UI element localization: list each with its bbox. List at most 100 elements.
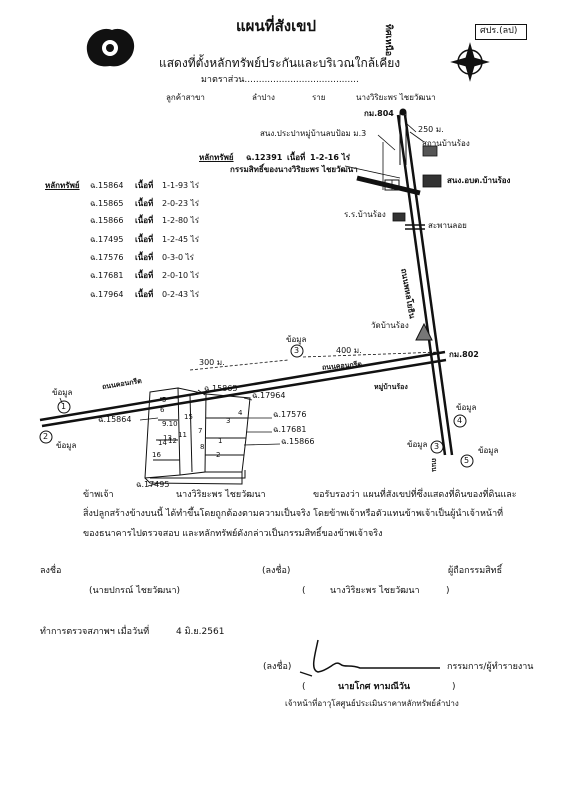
ref-circle-6 xyxy=(460,454,474,468)
customer-branch-label: ลูกค้าสาขา xyxy=(166,93,205,102)
ref-number-1: 1 xyxy=(61,402,67,411)
statement-line2: สิ่งปลูกสร้างข้างบนนี้ ได้ทำขึ้นโดยถูกต้… xyxy=(83,509,504,519)
sign1-name: (นายปกรณ์ ไชยวัฒนา) xyxy=(89,586,181,596)
officer-role: เจ้าหน้าที่อาวุโสศูนย์ประเมินราคาหลักทรั… xyxy=(285,699,459,708)
deed-area-label: เนื้อที่ xyxy=(135,253,154,262)
ref-circle-2 xyxy=(39,430,53,444)
plot-number: 7 xyxy=(198,427,203,435)
distance-400: 400 ม. xyxy=(336,346,362,355)
plot-number: 15 xyxy=(184,413,193,421)
deed-list-header: หลักทรัพย์ xyxy=(45,181,80,190)
km-bottom-label: กม.802 xyxy=(449,350,479,359)
health-station-label: สนง.ประปาหมู่บ้านลบป้อม ม.3 xyxy=(260,129,367,138)
land-plots xyxy=(144,387,251,485)
deed-area: 1-2-45 ไร่ xyxy=(162,235,199,244)
survey-date: 4 มิ.ย.2561 xyxy=(176,627,225,637)
sign2-label: (ลงชื่อ) xyxy=(262,566,291,576)
deed-number: ฉ.17681 xyxy=(90,271,124,280)
plot-number: 1 xyxy=(218,437,223,445)
collateral-deed: ฉ.12391 xyxy=(246,153,283,162)
plot-number: 2 xyxy=(216,451,221,459)
document-stamp-box: ศปร.(ลป) xyxy=(475,24,527,40)
ref-number-6: 5 xyxy=(464,456,470,465)
sign2-close: ) xyxy=(446,586,450,596)
ref-number-5: 3 xyxy=(434,442,440,451)
deed-number: ฉ.17576 xyxy=(90,253,124,262)
km-top-label: กม.804 xyxy=(364,109,394,118)
access-road xyxy=(356,175,421,196)
sign3-close: ) xyxy=(452,682,456,692)
deed-area: 0-3-0 ไร่ xyxy=(162,253,194,262)
deed-area: 1-2-80 ไร่ xyxy=(162,216,199,225)
ref-label-2: ข้อมูล xyxy=(56,441,77,450)
sign3-name: นายโกศ ทามณีวัน xyxy=(338,682,411,692)
ref-circle-5 xyxy=(430,440,444,454)
ref-circle-3 xyxy=(290,344,304,358)
deed-area-label: เนื้อที่ xyxy=(135,271,154,280)
plot-number: 8 xyxy=(200,443,205,451)
customer-branch: ลำปาง xyxy=(252,93,275,102)
sign3-open: ( xyxy=(302,682,306,692)
plot-number: 12 xyxy=(168,437,177,445)
bank-logo xyxy=(86,28,135,67)
collateral-area-label: เนื้อที่ xyxy=(287,153,306,162)
statement-prefix: ข้าพเจ้า xyxy=(83,490,114,500)
owner-role: ผู้ถือกรรมสิทธิ์ xyxy=(448,566,503,576)
statement-line3: ของธนาคารไปตรวจสอบ และหลักทรัพย์ดังกล่าว… xyxy=(83,529,383,539)
map-deed-17964: ฉ.17964 xyxy=(252,391,286,400)
office-label: สนง.อบต.บ้านร้อง xyxy=(447,176,511,185)
north-vertical-text: ทิศเหนือ xyxy=(383,24,393,57)
customer-name: นางวิริยะพร ไชยวัฒนา xyxy=(356,93,436,102)
map-deed-15866: ฉ.15866 xyxy=(281,437,315,446)
deed-area: 1-1-93 ไร่ xyxy=(162,181,199,190)
plot-number: 4 xyxy=(238,409,243,417)
plot-number: 11 xyxy=(178,431,187,439)
plot-number: 5 xyxy=(162,396,167,404)
statement-name: นางวิริยะพร ไชยวัฒนา xyxy=(176,490,266,500)
plot-number: 13 xyxy=(163,434,172,442)
temple-label: วัดบ้านร้อง xyxy=(371,321,409,330)
highway-left-edge xyxy=(396,114,447,456)
plot-number: 16 xyxy=(152,451,161,459)
school-field-label: สถานบ้านร้อง xyxy=(422,139,470,148)
statement-line1: ขอรับรองว่า แผนที่สังเขปที่ซึ่งแสดงที่ดิ… xyxy=(313,490,517,500)
deed-area-label: เนื้อที่ xyxy=(135,235,154,244)
deed-area: 2-0-23 ไร่ xyxy=(162,199,199,208)
collateral-label: หลักทรัพย์ xyxy=(199,153,234,162)
concrete-road-bottom xyxy=(41,358,447,428)
deed-number: ฉ.17495 xyxy=(90,235,124,244)
ref-number-2: 2 xyxy=(43,432,49,441)
map-deed-15864: ฉ.15864 xyxy=(98,415,132,424)
bridge-label: สะพานลอย xyxy=(428,221,467,230)
ref-label-5: ข้อมูล xyxy=(407,440,428,449)
handwritten-signature xyxy=(312,639,440,673)
collateral-owner: กรรมสิทธิ์ของนางวิริยะพร ไชยวัฒนา xyxy=(230,165,358,174)
scale-line: มาตราส่วน...............................… xyxy=(201,75,359,85)
deed-area-label: เนื้อที่ xyxy=(135,199,154,208)
plot-number: 3 xyxy=(226,417,231,425)
map-deed-17495: ฉ.17495 xyxy=(136,480,170,489)
deed-number: ฉ.15864 xyxy=(90,181,124,190)
document-stamp: ศปร.(ลป) xyxy=(480,26,518,36)
ref-label-1: ข้อมูล xyxy=(52,388,73,397)
map-deed-17576: ฉ.17576 xyxy=(273,410,307,419)
distance-300: 300 ม. xyxy=(199,358,225,367)
ref-number-top: 3 xyxy=(294,346,300,355)
school-label: ร.ร.บ้านร้อง xyxy=(344,210,386,219)
ref-label-4: ข้อมูล xyxy=(456,403,477,412)
concrete-road-top xyxy=(39,350,446,422)
deed-area-label: เนื้อที่ xyxy=(135,181,154,190)
deed-area: 2-0-10 ไร่ xyxy=(162,271,199,280)
sign2-open: ( xyxy=(302,586,306,596)
right-road-label: ถนน xyxy=(430,458,438,472)
highway-right-edge xyxy=(403,114,454,456)
sign3-label: (ลงชื่อ) xyxy=(263,662,292,672)
reporter-role: กรรมการ/ผู้ทำรายงาน xyxy=(447,662,534,672)
village-label: หมู่บ้านร้อง xyxy=(374,383,408,391)
plot-number: 6 xyxy=(160,406,165,414)
sign2-name: นางวิริยะพร ไชยวัฒนา xyxy=(330,586,420,596)
ref-number-4: 4 xyxy=(457,416,463,425)
deed-number: ฉ.15865 xyxy=(90,199,124,208)
map-deed-17681: ฉ.17681 xyxy=(273,425,307,434)
